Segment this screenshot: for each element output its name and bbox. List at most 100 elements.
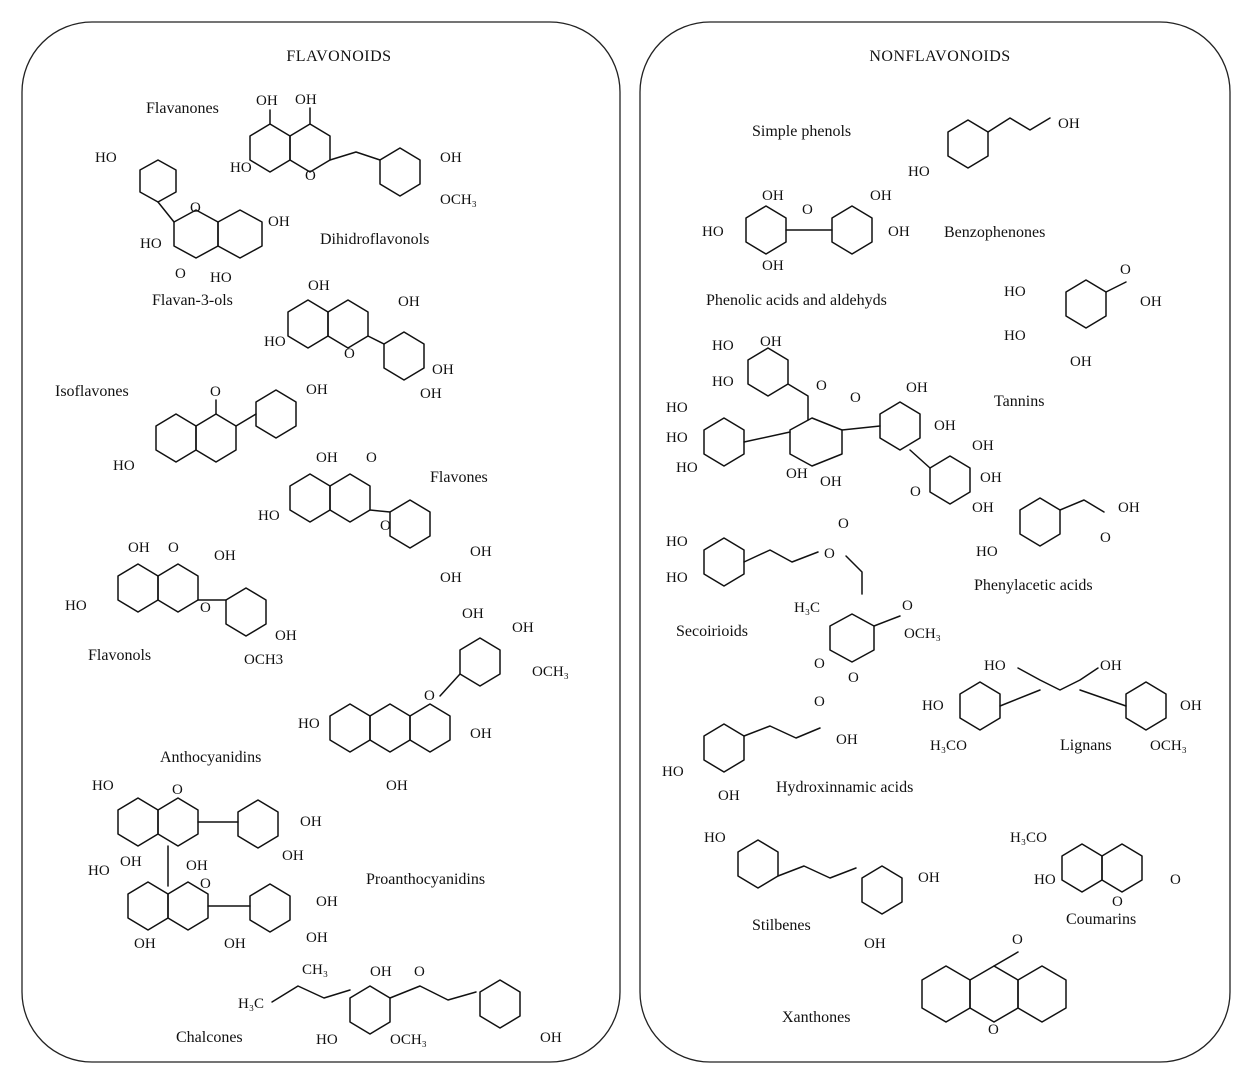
atom-OH: OH [316,894,338,910]
phenylacetic-acids-structure: OH O HO Phenylacetic acids [974,497,1140,594]
atom-HO: HO [65,598,87,614]
atom-O: O [424,688,435,704]
atom-HO: HO [712,338,734,354]
atom-OH: OH [300,814,322,830]
atom-OH: OH [440,570,462,586]
atom-OH: OH [462,606,484,622]
atom-HO: HO [976,544,998,560]
atom-HO: HO [92,778,114,794]
atom-HO: HO [230,160,252,176]
atom-OCH3: OCH₃ [1150,738,1187,754]
atom-OH: OH [540,1030,562,1046]
atom-O: O [1170,872,1181,888]
isoflavones-label: Isoflavones [55,383,129,400]
chalcones-label: Chalcones [176,1029,243,1046]
atom-OH: OH [306,930,328,946]
xanthones-structure: O O Xanthones [782,932,1067,1038]
atom-H3CO: H₃CO [930,738,967,754]
atom-O: O [1100,530,1111,546]
atom-OH: OH [762,258,784,274]
atom-O: O [200,600,211,616]
atom-O: O [305,168,316,184]
atom-OCH3: OCH₃ [390,1032,427,1048]
stilbenes-structure: HO OH OH Stilbenes [704,830,940,952]
atom-OH: OH [1118,500,1140,516]
atom-O: O [1112,894,1123,910]
atom-OH: OH [308,278,330,294]
atom-O: O [838,516,849,532]
simple-phenols-label: Simple phenols [752,123,851,140]
atom-OH: OH [1100,658,1122,674]
atom-HO: HO [1004,284,1026,300]
atom-HO: HO [298,716,320,732]
atom-HO: HO [210,270,232,286]
atom-O: O [200,876,211,892]
atom-HO: HO [316,1032,338,1048]
atom-OH: OH [120,854,142,870]
atom-OH: OH [186,858,208,874]
phenolic-acids-label: Phenolic acids and aldehyds [706,292,887,309]
atom-HO: HO [666,430,688,446]
atom-O: O [190,200,201,216]
atom-HO: HO [662,764,684,780]
flavones-structure: OH O HO O OH OH Flavones [258,450,492,586]
atom-O: O [168,540,179,556]
atom-HO: HO [1004,328,1026,344]
nonflavonoids-panel [639,21,1231,1063]
hydroxicinnamic-label: Hydroxinnamic acids [776,779,913,796]
atom-OH: OH [316,450,338,466]
atom-O: O [814,694,825,710]
secoiridoids-label: Secoirioids [676,623,748,640]
atom-OH: OH [306,382,328,398]
atom-OH: OH [268,214,290,230]
atom-O: O [850,390,861,406]
atom-HO: HO [908,164,930,180]
atom-OH: OH [1180,698,1202,714]
atom-OH: OH [918,870,940,886]
atom-OH: OH [370,964,392,980]
atom-OH: OH [440,150,462,166]
atom-O: O [172,782,183,798]
atom-O: O [910,484,921,500]
atom-OH: OH [762,188,784,204]
atom-HO: HO [922,698,944,714]
dihidroflavonols-structure: HO O OH HO O HO Dihidroflavonols [95,150,429,286]
atom-HO: HO [984,658,1006,674]
atom-OH: OH [786,466,808,482]
benzophenones-label: Benzophenones [944,224,1045,241]
flavan-3-ols-label: Flavan-3-ols [152,292,233,309]
atom-OH: OH [980,470,1002,486]
atom-OH: OH [470,726,492,742]
simple-phenols-structure: Simple phenols OH HO [752,116,1080,180]
atom-O: O [1120,262,1131,278]
atom-HO: HO [704,830,726,846]
flavanones-structure: Flavanones OH OH HO O OH OCH₃ [146,92,477,208]
atom-O: O [175,266,186,282]
coumarins-structure: H₃CO HO O O Coumarins [1010,830,1181,928]
atom-H3CO: H₃CO [1010,830,1047,846]
proanthocyanidins-structure: HO O OH OH OH OH HO O OH OH OH OH Proant… [88,778,485,952]
atom-OH: OH [1140,294,1162,310]
anthocyanidins-structure: OH OH OCH₃ O HO OH OH Anthocyanidins [160,606,569,794]
atom-OH: OH [386,778,408,794]
atom-OH: OH [512,620,534,636]
atom-OH: OH [864,936,886,952]
atom-O: O [802,202,813,218]
dihidroflavonols-label: Dihidroflavonols [320,231,429,248]
atom-OH: OH [432,362,454,378]
atom-H3C: H₃C [238,996,264,1012]
atom-O: O [366,450,377,466]
xanthones-label: Xanthones [782,1009,850,1026]
phenolic-acids-structure: Phenolic acids and aldehyds O HO OH HO O… [706,262,1162,370]
atom-OH: OH [295,92,317,108]
lignans-label: Lignans [1060,737,1112,754]
atom-O: O [414,964,425,980]
phenylacetic-label: Phenylacetic acids [974,577,1093,594]
proanthocyanidins-label: Proanthocyanidins [366,871,485,888]
stilbenes-label: Stilbenes [752,917,811,934]
atom-O: O [814,656,825,672]
atom-HO: HO [666,570,688,586]
atom-OH: OH [128,540,150,556]
flavan-3-ols-structure: OH OH HO O OH OH Flavan-3-ols [152,278,454,402]
atom-O: O [344,346,355,362]
